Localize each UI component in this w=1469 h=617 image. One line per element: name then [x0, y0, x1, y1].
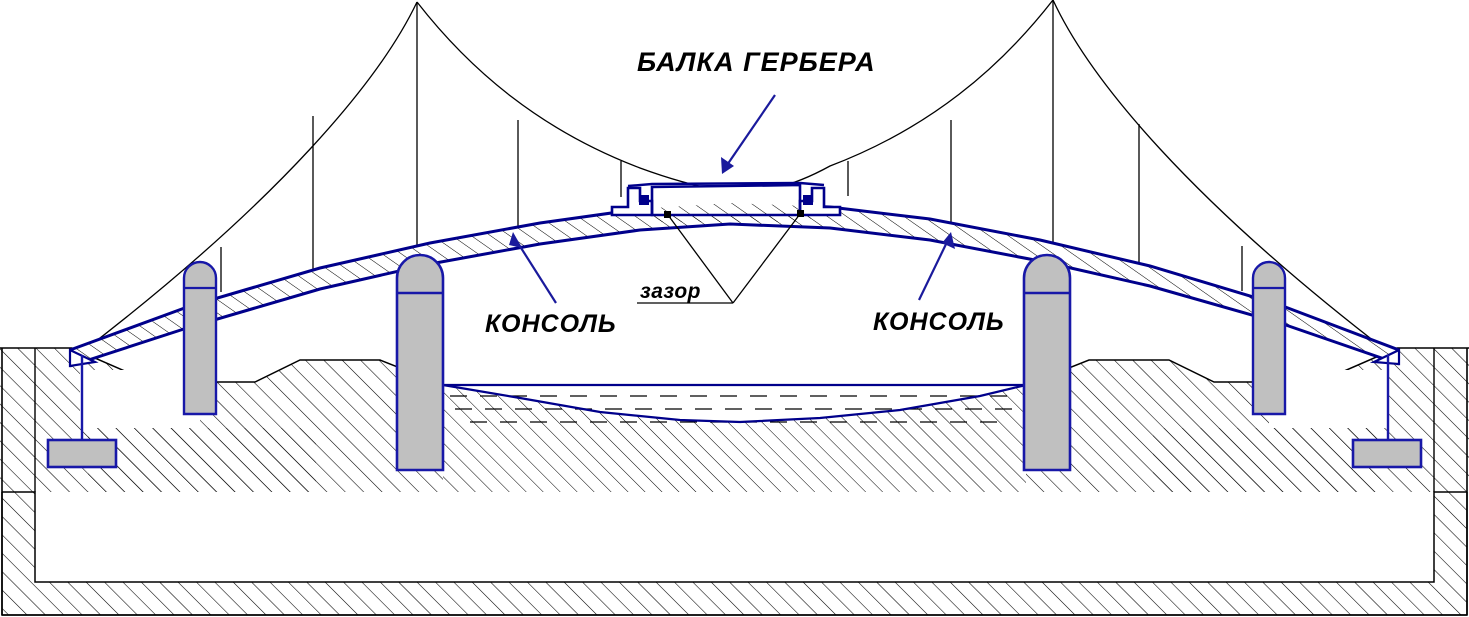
hinge-marker-left	[639, 195, 649, 205]
suspension-cable-system	[81, 0, 1389, 353]
bridge-deck	[68, 201, 1401, 368]
abutment-pier-left	[182, 260, 218, 416]
leader-gap-left	[667, 214, 734, 304]
hinge-marker-right	[803, 195, 813, 205]
main-pier-right	[1022, 253, 1072, 472]
cable-left-backstay	[81, 1, 418, 353]
hangers-right	[847, 0, 1243, 291]
leader-gap-right	[732, 213, 801, 304]
anchor-block-left	[46, 438, 118, 469]
label-cantilever-right: КОНСОЛЬ	[873, 308, 1005, 336]
riverbed-profile	[442, 383, 1027, 424]
piers-group	[182, 253, 1287, 472]
gerber-beam-assembly	[610, 181, 842, 222]
cable-right-backstay	[1052, 0, 1389, 353]
leaders-group	[509, 94, 955, 304]
anchor-block-right	[1351, 438, 1423, 469]
anchorages	[46, 355, 1423, 469]
main-pier-left	[395, 253, 445, 472]
leader-gerber-arrowhead	[721, 157, 734, 174]
leader-gap-dot-right	[797, 210, 804, 217]
label-cantilever-left: КОНСОЛЬ	[485, 310, 617, 338]
cable-right-main	[719, 0, 1054, 193]
cable-left-main	[416, 1, 791, 195]
riverbed	[442, 383, 1027, 492]
anchor-chamber-left	[80, 370, 316, 492]
foundation-band	[1, 491, 1468, 616]
leader-gerber-beam	[724, 94, 776, 169]
deck-bottom-edge	[69, 222, 1400, 368]
leader-cantilever-right-arrowhead	[942, 232, 955, 249]
leader-cantilever-left-arrowhead	[509, 232, 522, 248]
leader-cantilever-left	[515, 239, 557, 304]
label-gerber-beam: БАЛКА ГЕРБЕРА	[637, 47, 876, 77]
anchor-chamber-right	[1153, 370, 1389, 492]
abutment-pier-right	[1251, 260, 1287, 416]
leader-gap-dot-left	[664, 211, 671, 218]
hangers-left	[220, 2, 622, 292]
leader-cantilever-right	[918, 239, 949, 301]
label-gap: зазор	[640, 280, 701, 303]
gerber-top-line	[627, 181, 825, 188]
deck-end-right	[1369, 348, 1401, 366]
